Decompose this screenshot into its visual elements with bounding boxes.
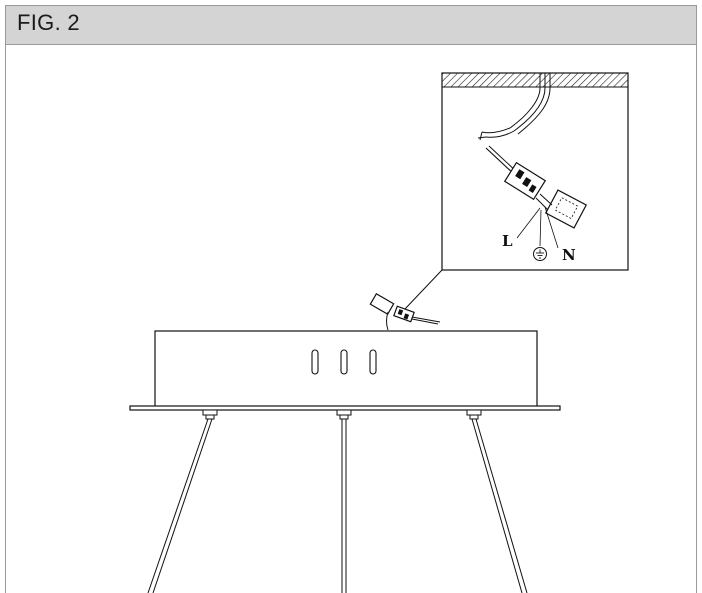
neutral-wire-label: N: [562, 246, 576, 264]
driver-unit: [544, 189, 588, 229]
canopy-slot: [369, 349, 377, 375]
figure-label: FIG. 2: [17, 10, 80, 35]
frame-right-border: [696, 45, 697, 593]
wiring-detail-inset: L N: [441, 72, 629, 271]
cable-gripper: [466, 409, 482, 420]
ground-icon: [533, 247, 547, 261]
cable-gripper: [202, 409, 218, 420]
canopy-slot: [340, 349, 348, 375]
frame-left-border: [5, 45, 6, 593]
fixture-connector: [369, 292, 441, 331]
live-wire-label: L: [502, 232, 513, 250]
ceiling-hatch: [441, 72, 629, 88]
supply-cables: [477, 73, 551, 141]
cable-gripper: [336, 409, 352, 420]
detail-leader-line: [403, 269, 443, 311]
figure-header: FIG. 2: [5, 5, 697, 45]
ceiling-canopy: [154, 330, 538, 408]
mounting-plate: [129, 405, 561, 411]
terminal-block: [503, 161, 547, 201]
canopy-slot: [311, 349, 319, 375]
suspension-cables: [147, 418, 528, 593]
